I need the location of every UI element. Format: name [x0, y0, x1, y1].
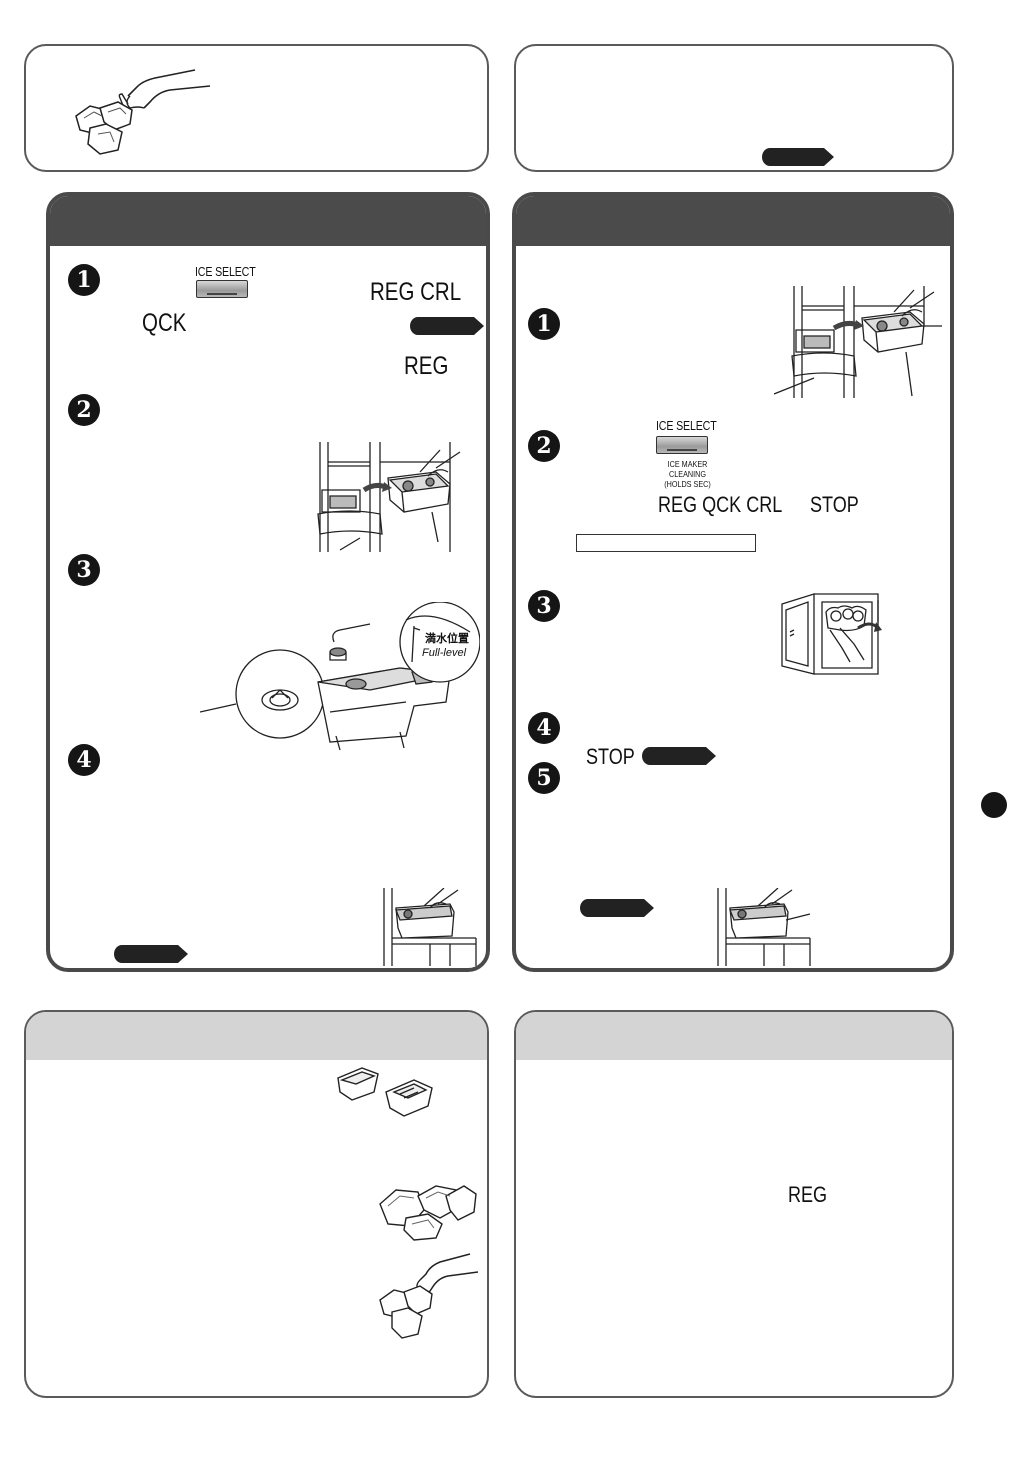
- panel-header: [26, 1012, 487, 1060]
- ice-select-label: ICE SELECT: [656, 418, 717, 433]
- tank-reinsert-illustration: [714, 888, 814, 968]
- ice-select-button[interactable]: [196, 280, 248, 298]
- panel-header: [516, 1012, 952, 1060]
- ice-tray-removal-illustration: [778, 582, 898, 676]
- note-box: [576, 534, 756, 552]
- ice-maker-cleaning-label-3: (HOLDS SEC): [664, 479, 711, 489]
- step5-stop: STOP: [586, 744, 635, 769]
- top-right-panel: [514, 44, 954, 172]
- step-2-badge: 2: [528, 430, 560, 462]
- mode-sequence: REG QCK CRL: [658, 492, 783, 517]
- tank-reinsert-illustration: [380, 888, 480, 968]
- step-1-badge: 1: [68, 264, 100, 296]
- page-reference-tag: [762, 147, 836, 166]
- bottom-left-panel: [24, 1010, 489, 1398]
- page-reference-tag: [580, 898, 656, 917]
- full-level-jp: 満水位置: [425, 631, 469, 645]
- mode-reg: REG: [404, 352, 449, 380]
- ice-maker-cleaning-label-2: CLEANING: [669, 469, 706, 479]
- ice-maker-tank-illustration: [300, 442, 470, 552]
- ice-maker-tank-illustration: [774, 286, 944, 398]
- page-reference-tag: [642, 746, 718, 765]
- panel-header: [516, 196, 950, 246]
- bottom-right-panel: REG: [514, 1010, 954, 1398]
- page-marker-dot: [981, 792, 1007, 818]
- middle-left-panel: 1 ICE SELECT REG CRL QCK REG 2: [46, 192, 490, 972]
- hand-holding-ice-icon: [374, 1250, 478, 1340]
- ice-select-button[interactable]: [656, 436, 708, 454]
- top-left-panel: [24, 44, 489, 172]
- step-3-badge: 3: [528, 590, 560, 622]
- mode-reg-crl: REG CRL: [370, 278, 462, 306]
- full-level-en: Full-level: [422, 647, 467, 659]
- ice-select-label: ICE SELECT: [195, 264, 256, 279]
- middle-right-panel: 1 2 ICE SELECT ICE MAKER CLEANING: [512, 192, 954, 972]
- step-4-badge: 4: [528, 712, 560, 744]
- step-4-badge: 4: [68, 744, 100, 776]
- step-1-badge: 1: [528, 308, 560, 340]
- ice-cube-cluster-illustration: [376, 1180, 480, 1242]
- panel-header: [50, 196, 486, 246]
- ice-cube-pair-illustration: [334, 1064, 444, 1120]
- water-tank-filter-illustration: 満水位置 Full-level: [200, 602, 480, 752]
- mode-reg: REG: [788, 1182, 828, 1207]
- step-3-badge: 3: [68, 554, 100, 586]
- step-5-badge: 5: [528, 762, 560, 794]
- page-reference-tag: [114, 944, 190, 963]
- hand-holding-ice-icon: [60, 68, 210, 158]
- mode-stop: STOP: [810, 492, 859, 517]
- step-2-badge: 2: [68, 394, 100, 426]
- page-reference-tag: [410, 316, 486, 335]
- ice-maker-cleaning-label-1: ICE MAKER: [667, 459, 708, 469]
- mode-qck: QCK: [142, 309, 187, 337]
